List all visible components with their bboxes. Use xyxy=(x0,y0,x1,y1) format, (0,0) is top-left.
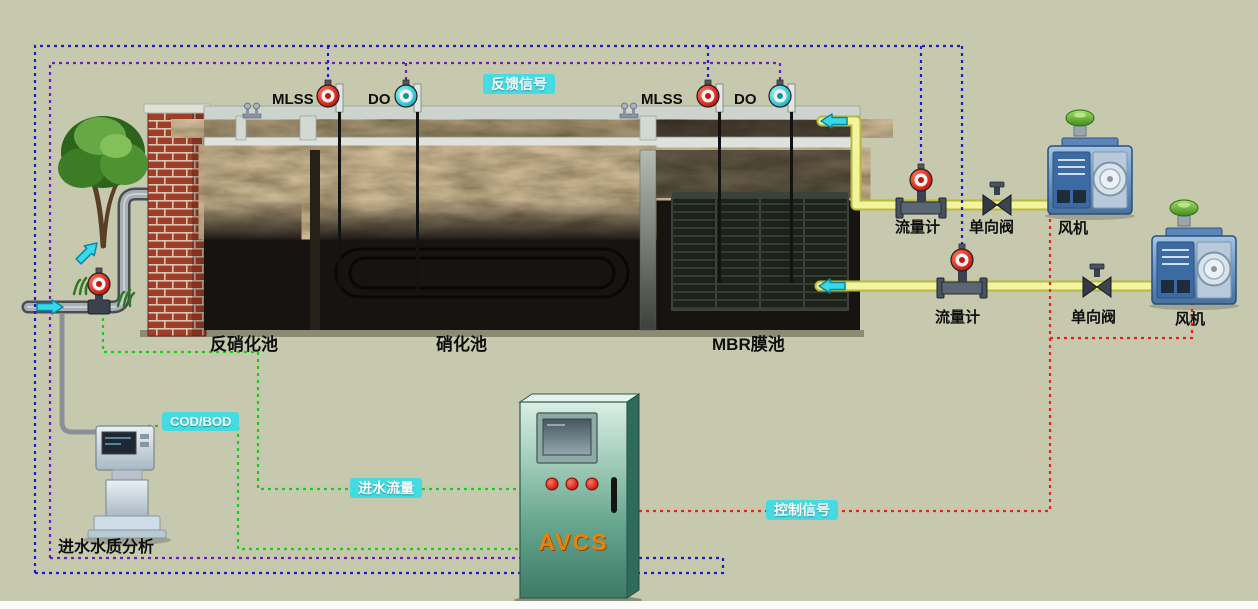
do-label-left: DO xyxy=(368,91,391,108)
control-signal-lines-red xyxy=(639,214,1194,513)
mlss-label-right: MLSS xyxy=(641,91,683,108)
control-signal-badge: 控制信号 xyxy=(766,500,838,520)
sampling-pipe xyxy=(59,313,98,435)
tank-label-nitrification: 硝化池 xyxy=(436,335,487,354)
inlet-flow-signal-badge: 进水流量 xyxy=(350,478,422,498)
blower-1-label: 风机 xyxy=(1058,220,1089,237)
cabinet-button-2 xyxy=(565,477,579,491)
bottom-edge-strip xyxy=(0,601,1258,609)
flow-meter-2-label: 流量计 xyxy=(935,309,981,326)
cabinet-button-1 xyxy=(545,477,559,491)
mbr-membrane-module xyxy=(671,192,849,311)
blower-2-label: 风机 xyxy=(1175,311,1206,328)
flow-meter-1-label: 流量计 xyxy=(895,219,941,236)
do-label-right: DO xyxy=(734,91,757,108)
do-sensor-left xyxy=(394,79,422,291)
mlss-sensor-left xyxy=(316,79,344,289)
cabinet-handle xyxy=(611,477,617,513)
brick-wall xyxy=(143,103,211,337)
feedback-signal-badge: 反馈信号 xyxy=(483,74,555,94)
tree xyxy=(58,116,148,249)
cod-bod-signal-badge: COD/BOD xyxy=(162,412,240,431)
analyzer-label: 进水水质分析 xyxy=(58,539,155,556)
feedback-signal-lines-blue xyxy=(33,44,964,575)
tank-label-denitrification: 反硝化池 xyxy=(210,335,278,354)
tank-label-mbr: MBR膜池 xyxy=(712,335,785,354)
mlss-label-left: MLSS xyxy=(272,91,314,108)
analyzer-screen xyxy=(101,431,137,455)
do-sensor-right xyxy=(768,79,796,283)
aeration-coil xyxy=(334,247,630,299)
tank-ground-shadow xyxy=(140,330,864,337)
cabinet-button-3 xyxy=(585,477,599,491)
mlss-sensor-right xyxy=(696,79,724,283)
treatment-tanks xyxy=(203,105,861,331)
check-valve-2-label: 单向阀 xyxy=(1071,309,1117,326)
grass-tufts xyxy=(72,276,136,308)
check-valve-1-label: 单向阀 xyxy=(969,219,1015,236)
controller-name: AVCS xyxy=(538,529,609,555)
water-quality-analyzer xyxy=(83,425,171,545)
inlet-flow-meter xyxy=(87,267,111,315)
avcs-cabinet xyxy=(514,393,642,605)
